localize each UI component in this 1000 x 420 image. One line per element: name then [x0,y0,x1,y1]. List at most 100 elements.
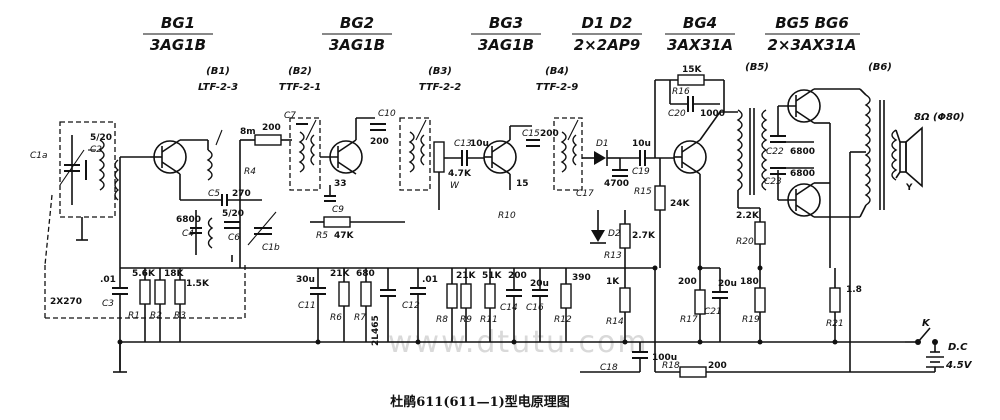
c17-cap: 4700 C17 [576,158,629,199]
r15-value: 24K [670,199,691,209]
r10-label: R10 [498,211,516,221]
resistor-r1: 5.6K R1 [128,268,156,342]
resistor-r20: 2.2K R20 [736,208,766,268]
r20-label: R20 [736,237,754,247]
dc-label: D.C [948,342,968,353]
r19-value: 180 [740,277,759,287]
b4-ref: (B4) [545,66,569,77]
r4-label: R4 [244,167,256,177]
r7-label: R7 [354,313,366,323]
c21-cap: 20u C21 [700,267,737,342]
resistor-r14: 1K R14 [606,268,631,342]
c4-value: 6800 [176,215,201,225]
c3-value: .01 [100,275,116,285]
c11-label: C11 [298,301,316,311]
r12-value: 390 [572,273,591,283]
c3-label: C3 [102,299,114,309]
power-switch-k: K [915,318,938,352]
resistor-r5: R5 47K [310,216,405,241]
r14-value: 1K [606,277,620,287]
r2-value: 18K [164,269,185,279]
resistor-r19: 180 R19 [740,268,766,342]
r9-label: R9 [460,315,472,325]
r17-label: R17 [680,315,698,325]
stage-header-bg5-bg6: BG5 BG6 2×3AX31A [765,14,860,54]
d1-label: D1 [596,139,609,149]
r21-value: 1.8 [846,285,862,295]
r6-value: 21K [330,269,351,279]
stage-bg1-name: BG1 [161,14,195,32]
c12-cap: .01 C12 [402,268,438,342]
stage-bg4-type: 3AX31A [667,36,733,54]
antenna-tuning-block: C1a C2 5/20 2X270 [30,121,246,319]
oscillator-tank: 6800 C4 5/20 C6 C1b [176,209,280,262]
r1-label: R1 [128,311,140,321]
r12-label: R12 [554,315,572,325]
b4-if-transformer [553,117,583,191]
c12-value: .01 [422,275,438,285]
r20-value: 2.2K [736,211,760,221]
c14-label: C14 [500,303,518,313]
r4-mark: 8m [240,127,256,137]
resistor-r10: 15 R10 [498,174,529,221]
c21-label: C21 [704,307,722,317]
stage-bg2-name: BG2 [340,14,374,32]
c23-cap: C23 6800 [764,167,815,200]
c5-cap: C5 270 [179,174,262,206]
diagram-title: 杜鹃611(611—1)型电原理图 [390,394,570,410]
r7-value: 680 [356,269,375,279]
c23-value: 6800 [790,169,815,179]
c14-value: 200 [508,271,527,281]
c22-cap: C22 6800 [766,106,815,157]
c6-value: 5/20 [222,209,244,219]
b5-ref: (B5) [745,62,769,73]
c17-value: 4700 [604,179,629,189]
b2-ref: (B2) [288,66,312,77]
resistor-r16: 15K R16 [654,65,725,158]
c2-label: C2 [90,145,102,155]
resistor-r9: 21K R9 [456,268,477,342]
c18-label: C18 [600,363,618,373]
stage-header-bg4: BG4 3AX31A [665,14,735,54]
gang-label: 2X270 [50,297,82,307]
r15-label: R15 [634,187,652,197]
stage-bg56-name: BG5 BG6 [775,14,849,32]
stage-header-bg3: BG3 3AG1B [471,14,541,54]
r2-label: R2 [150,311,162,321]
c1b-label: C1b [262,243,280,253]
r6-label: R6 [330,313,342,323]
resistor-r6: 21K R6 [330,268,351,342]
b1-type: LTF-2-3 [198,82,238,93]
c22-value: 6800 [790,147,815,157]
b4-type: TTF-2-9 [536,82,578,93]
r8-label: R8 [436,315,448,325]
b1-oscillator-coil [180,129,223,181]
stage-bg3-name: BG3 [489,14,523,32]
stage-bg4-name: BG4 [683,14,717,32]
resistor-r13: 2.7K R13 [604,210,656,268]
speaker-y: Y [905,183,913,193]
stage-bg3-type: 3AG1B [478,36,534,54]
resistor-r18: R18 200 [580,361,727,378]
c13-cap: C13 10u [444,139,489,166]
c12-label: C12 [402,301,420,311]
c3-cap: .01 C3 [100,157,128,370]
resistor-r3: 1.5K R3 [174,268,210,342]
c22-label: C22 [766,147,784,157]
stage-header-bg1: BG1 3AG1B [143,14,213,54]
zl465-label: 2L465 [371,315,381,346]
stage-header-bg2: BG2 3AG1B [322,14,392,54]
junction-dots [117,265,838,345]
b5-driver-transformer [720,108,768,209]
stage-bg2-type: 3AG1B [329,36,385,54]
resistor-r17: 200 R17 [678,268,706,342]
c6-label: C6 [228,233,240,243]
r9-value: 51K [482,271,503,281]
resistor-r7: 680 R7 [354,268,375,342]
r16-value: 15K [682,65,703,75]
resistor-r11: 51K R11 [480,268,503,342]
battery-voltage: 4.5V [945,360,973,371]
r13-value: 2.7K [632,231,656,241]
c20-cap: C20 1000 [668,80,725,119]
c18-value: 100u [652,353,677,363]
